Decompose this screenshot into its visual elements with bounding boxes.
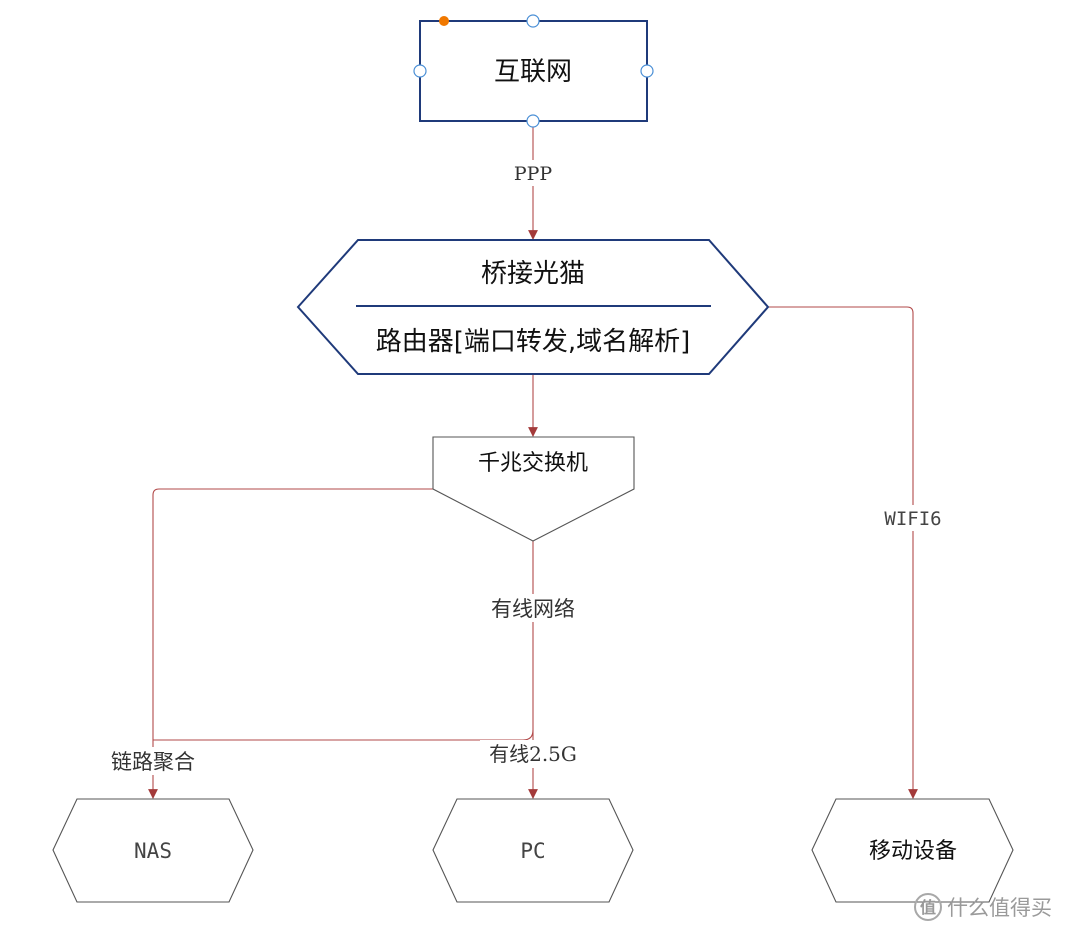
node-internet[interactable]: 互联网 <box>413 14 654 128</box>
watermark-logo-icon <box>914 893 942 921</box>
node-nas-label: NAS <box>134 839 172 863</box>
edge-label-wifi: WIFI6 <box>884 508 941 530</box>
edge-label-wired-25g: 有线2.5G <box>489 742 577 766</box>
node-pc[interactable]: PC <box>432 798 634 903</box>
node-internet-label: 互联网 <box>494 57 572 87</box>
node-mobile[interactable]: 移动设备 <box>811 798 1014 903</box>
node-switch[interactable]: 千兆交换机 <box>432 436 635 542</box>
node-mobile-label: 移动设备 <box>869 839 957 864</box>
watermark-logo-glyph: 值 <box>920 898 936 917</box>
node-modem-router[interactable]: 桥接光猫 路由器[端口转发,域名解析] <box>296 239 770 375</box>
handle-top-left-active[interactable] <box>439 16 449 26</box>
handle-bottom[interactable] <box>526 114 540 128</box>
edges <box>148 122 918 799</box>
edge-wired-branch[interactable] <box>153 729 534 741</box>
handle-left[interactable] <box>413 64 427 78</box>
edge-switch-to-nas[interactable] <box>148 488 433 799</box>
edge-modem-to-mobile[interactable] <box>767 306 918 799</box>
handle-right[interactable] <box>640 64 654 78</box>
label-backgrounds <box>102 160 948 775</box>
watermark: 值 什么值得买 <box>914 893 1052 921</box>
watermark-text: 什么值得买 <box>947 896 1052 920</box>
edge-label-link-aggregation: 链路聚合 <box>111 750 195 774</box>
node-pc-label: PC <box>520 839 545 863</box>
node-switch-label: 千兆交换机 <box>478 451 588 476</box>
edge-label-wired-network: 有线网络 <box>491 597 575 621</box>
node-nas[interactable]: NAS <box>52 798 254 903</box>
handle-top[interactable] <box>526 14 540 28</box>
node-router-label: 路由器[端口转发,域名解析] <box>376 327 691 357</box>
edge-label-ppp: PPP <box>514 163 553 185</box>
node-modem-label: 桥接光猫 <box>481 259 585 289</box>
